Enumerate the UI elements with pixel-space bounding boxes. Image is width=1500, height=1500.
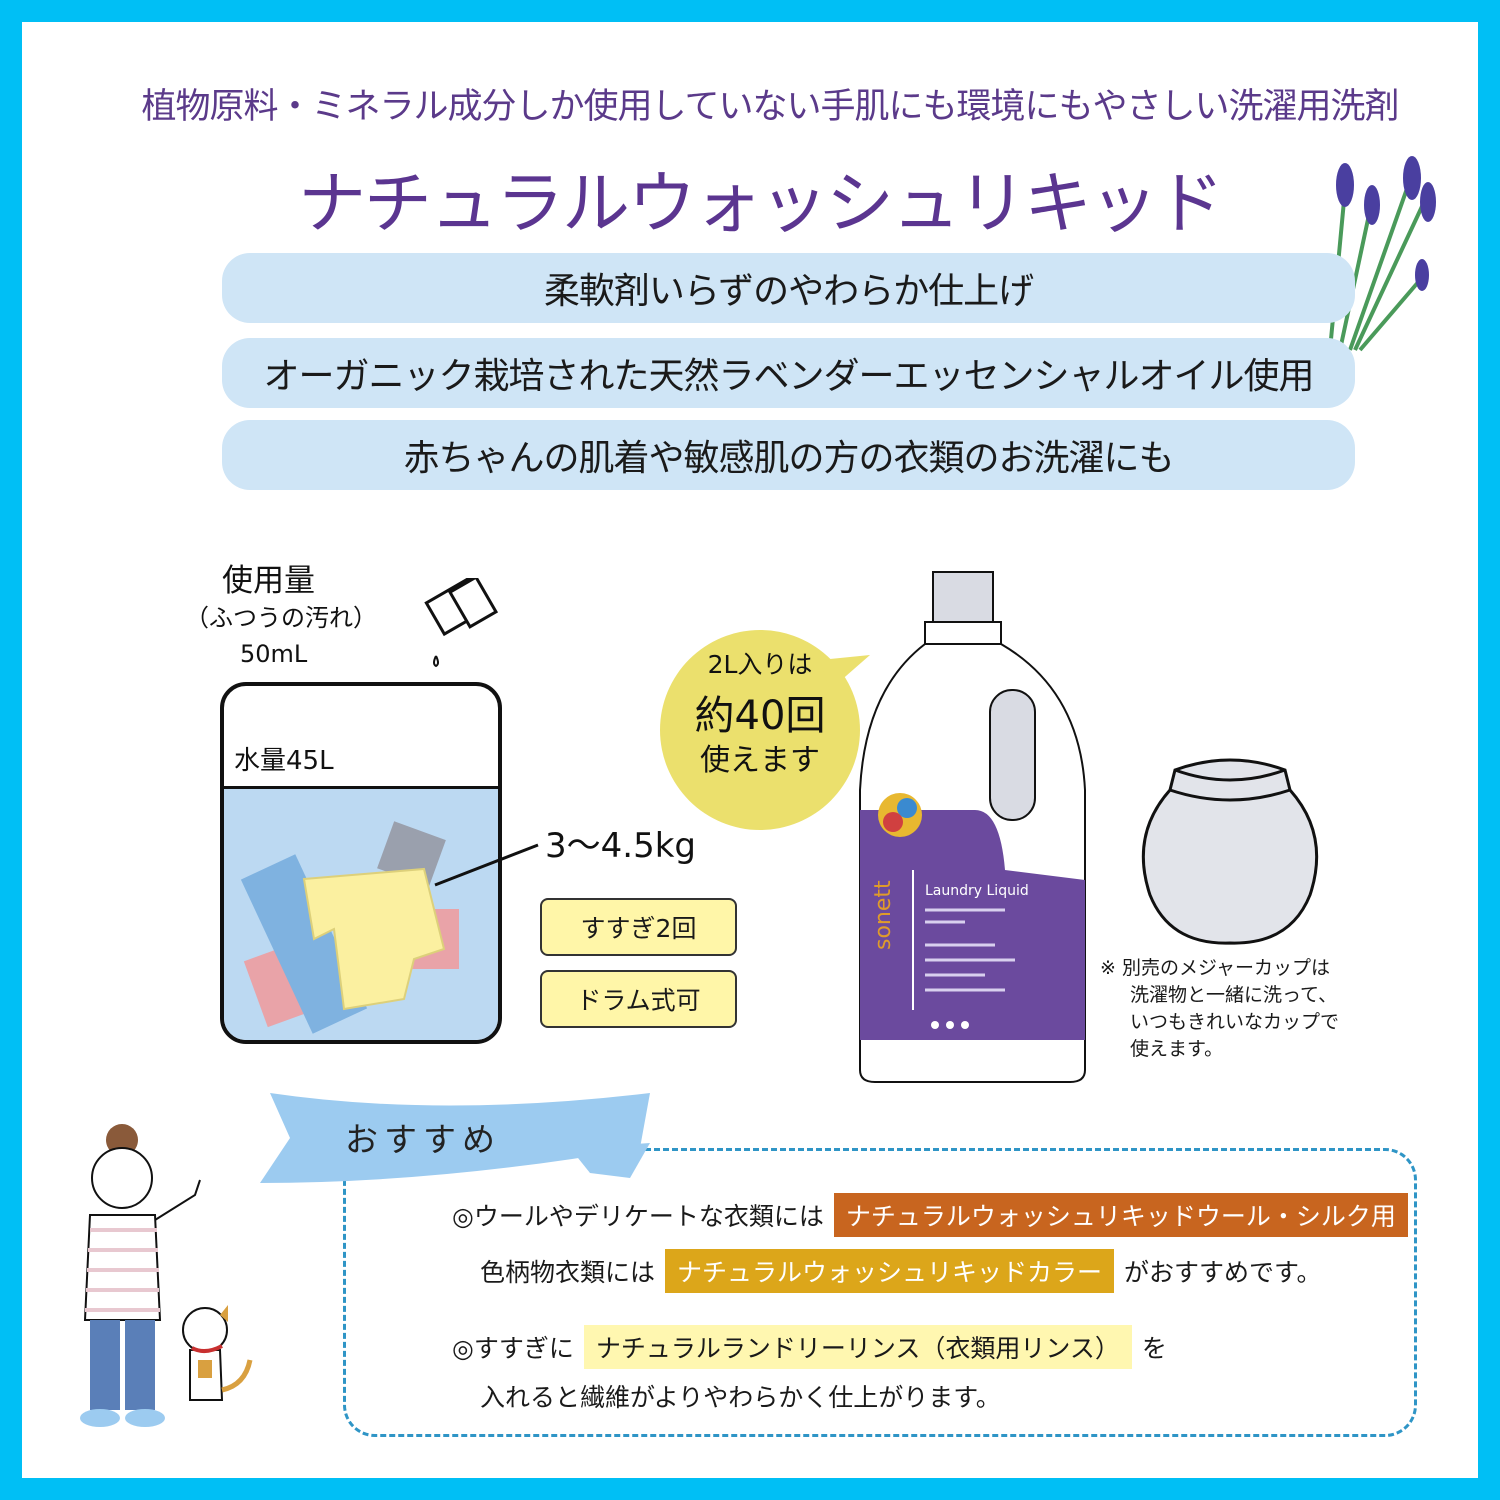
recommend-line-2: 色柄物衣類には ナチュラルウォッシュリキッドカラー がおすすめです。 xyxy=(480,1249,1322,1293)
pointer-line xyxy=(434,843,539,887)
washing-tub-illustration xyxy=(220,682,502,1044)
water-volume-label: 水量45L xyxy=(234,746,334,776)
feature-band-1: 柔軟剤いらずのやわらか仕上げ xyxy=(222,253,1355,323)
product-wool-silk: ナチュラルウォッシュリキッドウール・シルク用 xyxy=(833,1193,1408,1237)
measuring-cup-illustration xyxy=(1141,758,1319,945)
feature-band-2: オーガニック栽培された天然ラベンダーエッセンシャルオイル使用 xyxy=(222,338,1355,408)
feature-band-3: 赤ちゃんの肌着や敏感肌の方の衣類のお洗濯にも xyxy=(222,420,1355,490)
product-color: ナチュラルウォッシュリキッドカラー xyxy=(665,1249,1115,1293)
recommend-line-4: 入れると繊維がよりやわらかく仕上がります。 xyxy=(480,1383,1001,1412)
woman-illustration xyxy=(80,1124,201,1427)
subtitle: 植物原料・ミネラル成分しか使用していない手肌にも環境にもやさしい洗濯用洗剤 xyxy=(141,87,1400,127)
svg-text:Laundry Liquid: Laundry Liquid xyxy=(925,883,1029,899)
product-rinse: ナチュラルランドリーリンス（衣類用リンス） xyxy=(583,1325,1132,1369)
usage-amount: 50mL xyxy=(240,640,308,668)
load-weight-label: 3～4.5kg xyxy=(545,826,696,866)
svg-text:sonett: sonett xyxy=(871,880,896,950)
tag-drum-ok: ドラム式可 xyxy=(540,970,737,1028)
recommend-line-1: ◎ウールやデリケートな衣類には ナチュラルウォッシュリキッドウール・シルク用 xyxy=(452,1193,1418,1237)
lavender-illustration xyxy=(1328,156,1436,352)
recommendation-box xyxy=(343,1148,1417,1437)
bubble-tail xyxy=(820,655,870,690)
bubble-line-2: 約40回 xyxy=(694,693,826,739)
recommend-ribbon-label: おすすめ xyxy=(345,1120,501,1159)
product-title: ナチュラルウォッシュリキッド xyxy=(297,165,1224,244)
tag-rinse-twice: すすぎ2回 xyxy=(540,898,737,956)
cat-illustration xyxy=(182,1305,253,1401)
measuring-cup-note: ※ 別売のメジャーカップは 洗濯物と一緒に洗って、 いつもきれいなカップで 使え… xyxy=(1100,957,1340,1060)
bottle-illustration: sonett Laundry Liquid xyxy=(859,571,1086,1083)
recommend-ribbon xyxy=(260,1093,650,1183)
recommend-line-3: ◎すすぎに ナチュラルランドリーリンス（衣類用リンス） を xyxy=(452,1325,1167,1369)
usage-condition: （ふつうの汚れ） xyxy=(185,604,377,632)
bubble-line-1: 2L入りは xyxy=(707,650,813,679)
bubble-line-3: 使えます xyxy=(700,743,820,778)
usage-heading: 使用量 xyxy=(222,563,315,599)
water-fill xyxy=(224,786,498,1040)
clothes-icon xyxy=(240,821,459,1034)
